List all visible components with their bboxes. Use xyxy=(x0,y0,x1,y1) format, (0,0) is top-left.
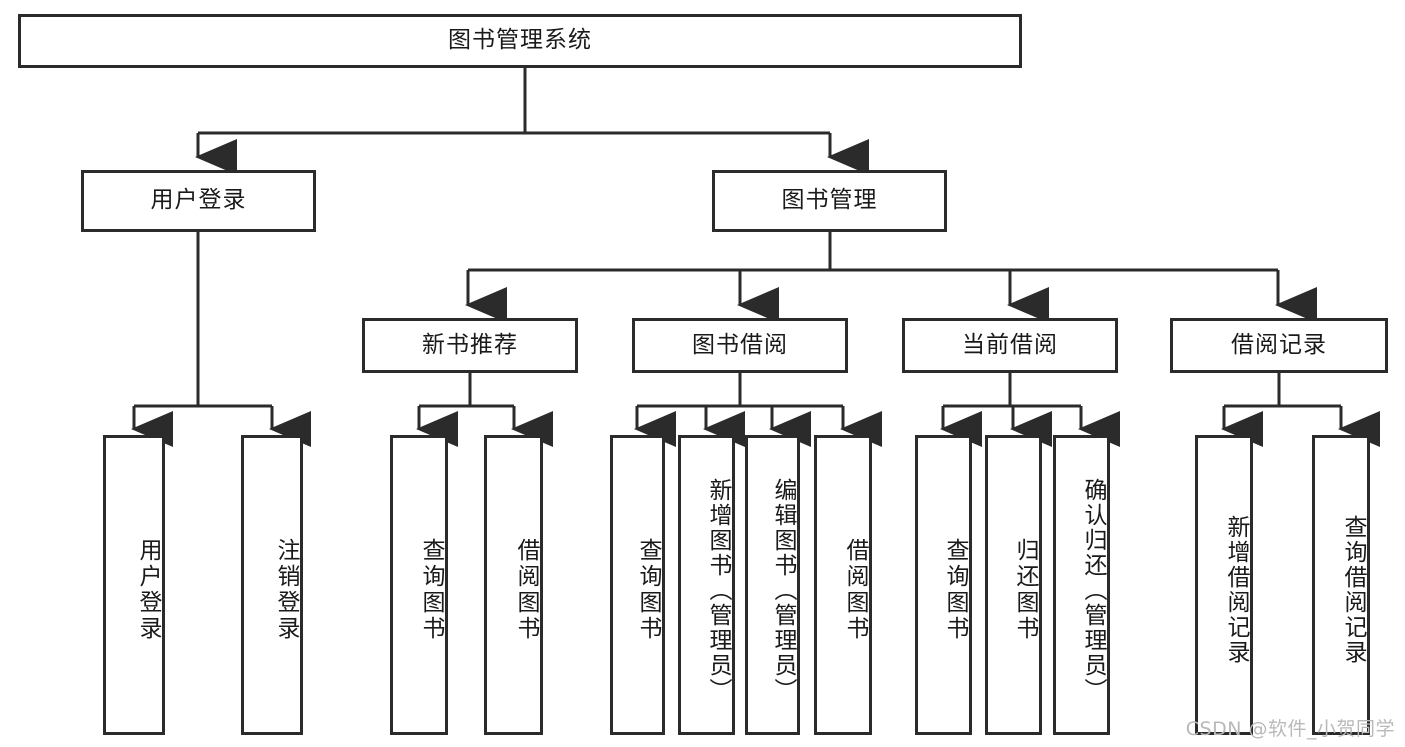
node-leaf-return-book[interactable]: 归还图书 xyxy=(985,435,1042,735)
node-book-management[interactable]: 图书管理 xyxy=(712,170,947,232)
node-label: 新增图书（管理员） xyxy=(705,477,731,703)
node-label: 借阅图书 xyxy=(513,538,539,642)
csdn-watermark: CSDN @软件_小贺同学 xyxy=(1185,718,1395,740)
node-label: 确认归还（管理员） xyxy=(1080,477,1106,703)
node-label: 用户登录 xyxy=(135,538,161,642)
node-label: 归还图书 xyxy=(1012,538,1038,642)
node-label: 查询借阅记录 xyxy=(1340,515,1366,665)
node-label: 借阅记录 xyxy=(1231,331,1327,358)
node-label: 图书管理系统 xyxy=(448,27,592,54)
node-leaf-user-login[interactable]: 用户登录 xyxy=(103,435,165,735)
node-label: 借阅图书 xyxy=(842,538,868,642)
node-leaf-query-book-recommend[interactable]: 查询图书 xyxy=(390,435,448,735)
node-label: 用户登录 xyxy=(150,187,247,214)
node-label: 查询图书 xyxy=(635,538,661,642)
node-leaf-add-borrow-record[interactable]: 新增借阅记录 xyxy=(1195,435,1253,735)
node-new-book-recommend[interactable]: 新书推荐 xyxy=(362,318,578,373)
node-label: 注销登录 xyxy=(273,538,299,642)
node-label: 编辑图书（管理员） xyxy=(770,477,796,703)
node-leaf-edit-book-admin[interactable]: 编辑图书（管理员） xyxy=(745,435,800,735)
node-borrow-record[interactable]: 借阅记录 xyxy=(1170,318,1388,373)
node-leaf-borrow-book[interactable]: 借阅图书 xyxy=(814,435,872,735)
node-label: 新书推荐 xyxy=(422,331,518,358)
node-leaf-add-book-admin[interactable]: 新增图书（管理员） xyxy=(678,435,735,735)
node-book-borrow[interactable]: 图书借阅 xyxy=(632,318,848,373)
node-leaf-query-book-current[interactable]: 查询图书 xyxy=(915,435,972,735)
node-root-book-management-system[interactable]: 图书管理系统 xyxy=(18,14,1022,68)
node-leaf-confirm-return-admin[interactable]: 确认归还（管理员） xyxy=(1053,435,1110,735)
node-label: 图书借阅 xyxy=(692,331,788,358)
node-label: 查询图书 xyxy=(942,538,968,642)
node-label: 新增借阅记录 xyxy=(1223,515,1249,665)
node-leaf-query-book-borrow[interactable]: 查询图书 xyxy=(610,435,665,735)
node-leaf-borrow-book-recommend[interactable]: 借阅图书 xyxy=(484,435,543,735)
node-leaf-logout-login[interactable]: 注销登录 xyxy=(241,435,303,735)
node-leaf-query-borrow-record[interactable]: 查询借阅记录 xyxy=(1312,435,1370,735)
node-label: 图书管理 xyxy=(781,187,878,214)
node-label: 查询图书 xyxy=(418,538,444,642)
node-user-login[interactable]: 用户登录 xyxy=(81,170,316,232)
node-current-borrow[interactable]: 当前借阅 xyxy=(902,318,1118,373)
node-label: 当前借阅 xyxy=(962,331,1058,358)
